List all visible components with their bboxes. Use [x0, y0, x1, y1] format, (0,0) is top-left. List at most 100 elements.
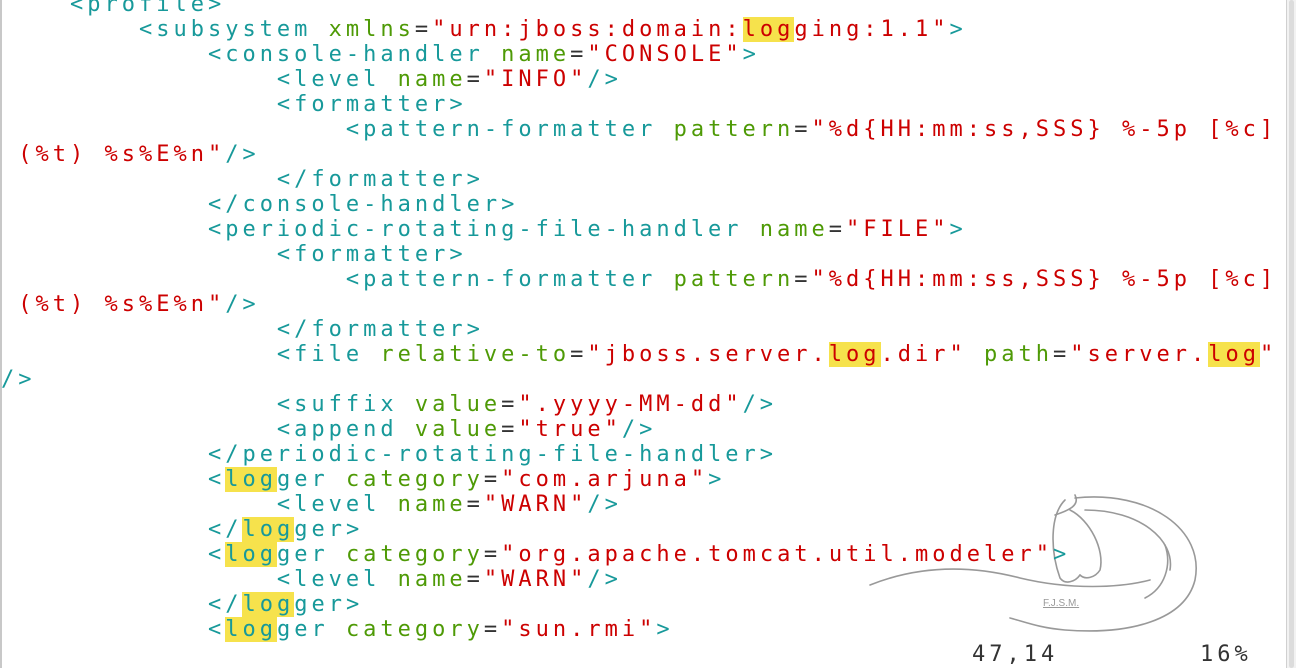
code-line[interactable]: /> [1, 367, 1269, 392]
plain-text [1, 592, 208, 617]
code-line[interactable]: <logger category="com.arjuna"> [1, 467, 1269, 492]
xml-tag-search-match: log [225, 467, 277, 492]
code-line[interactable]: <logger category="sun.rmi"> [1, 617, 1269, 642]
plain-text [1, 417, 277, 442]
plain-text [1, 467, 208, 492]
xml-attribute: category [345, 467, 484, 492]
plain-text [1, 542, 208, 567]
xml-tag: > [1053, 542, 1071, 567]
plain-text: = [483, 617, 502, 642]
xml-tag: /> [587, 567, 622, 592]
xml-tag: <pattern-formatter [345, 267, 674, 292]
xml-tag: /> [587, 67, 622, 92]
code-line[interactable]: <formatter> [1, 92, 1269, 117]
xml-tag: </console-handler> [207, 192, 519, 217]
xml-attribute: value [414, 417, 502, 442]
xml-tag: < [207, 467, 226, 492]
code-line[interactable]: <level name="INFO"/> [1, 67, 1269, 92]
plain-text [1, 392, 277, 417]
xml-tag: ger [276, 542, 346, 567]
xml-tag: </ [207, 517, 243, 542]
plain-text [1, 67, 277, 92]
xml-tag: /> [1, 367, 36, 392]
code-line[interactable]: <subsystem xmlns="urn:jboss:domain:loggi… [1, 17, 1269, 42]
xml-tag-search-match: log [242, 592, 295, 617]
xml-string: " [1259, 342, 1278, 367]
xml-tag: <level [276, 67, 398, 92]
plain-text: = [794, 267, 812, 292]
xml-string: "jboss.server. [587, 342, 829, 367]
plain-text [1, 0, 70, 17]
xml-string: "sun.rmi" [501, 617, 657, 642]
xml-attribute: relative-to [380, 342, 571, 367]
code-line[interactable]: <append value="true"/> [1, 417, 1269, 442]
xml-tag-search-match: log [242, 517, 295, 542]
xml-string: "org.apache.tomcat.util.modeler" [501, 542, 1053, 567]
code-line[interactable]: <level name="WARN"/> [1, 567, 1269, 592]
xml-tag: > [742, 42, 760, 67]
code-line[interactable]: <profile> [1, 0, 1269, 17]
plain-text: = [466, 67, 484, 92]
xml-string: "FILE" [846, 217, 950, 242]
xml-attribute: name [397, 567, 467, 592]
plain-text [1, 42, 208, 67]
vim-text-area[interactable]: <profile> <subsystem xmlns="urn:jboss:do… [1, 0, 1273, 642]
plain-text: = [483, 542, 502, 567]
plain-text: = [466, 492, 484, 517]
xml-string: "%d{HH:mm:ss,SSS} %-5p [%c] [811, 267, 1278, 292]
xml-attribute: pattern [673, 267, 795, 292]
scrollbar-thumb[interactable] [1289, 0, 1294, 668]
xml-tag: /> [587, 492, 622, 517]
code-line[interactable]: <pattern-formatter pattern="%d{HH:mm:ss,… [1, 267, 1273, 292]
xml-attribute: value [414, 392, 502, 417]
code-line[interactable]: (%t) %s%E%n"/> [1, 142, 1269, 167]
xml-attribute: name [759, 217, 829, 242]
xml-string: "CONSOLE" [587, 42, 743, 67]
xml-tag: < [207, 617, 226, 642]
plain-text [1, 117, 346, 142]
plain-text: = [466, 567, 484, 592]
code-line[interactable]: <console-handler name="CONSOLE"> [1, 42, 1269, 67]
xml-tag: > [656, 617, 674, 642]
xml-tag: <periodic-rotating-file-handler [207, 217, 760, 242]
vertical-scrollbar[interactable] [1286, 0, 1296, 668]
xml-tag: ger [276, 467, 346, 492]
xml-tag: ger> [294, 517, 364, 542]
code-line[interactable]: </console-handler> [1, 192, 1269, 217]
code-line[interactable]: <formatter> [1, 242, 1269, 267]
xml-tag: <console-handler [207, 42, 502, 67]
plain-text [1, 342, 277, 367]
xml-string: "WARN" [483, 492, 588, 517]
code-line[interactable]: (%t) %s%E%n"/> [1, 292, 1269, 317]
xml-tag: /> [621, 417, 657, 442]
code-line[interactable]: <periodic-rotating-file-handler name="FI… [1, 217, 1269, 242]
plain-text: = [570, 42, 588, 67]
xml-string: "urn:jboss:domain: [432, 17, 743, 42]
xml-tag: > [949, 217, 967, 242]
xml-string-search-match: log [828, 342, 881, 367]
plain-text: = [570, 342, 588, 367]
xml-string: "server. [1070, 342, 1209, 367]
xml-tag: > [949, 17, 967, 42]
window-left-border [0, 0, 2, 668]
code-line[interactable]: <suffix value=".yyyy-MM-dd"/> [1, 392, 1269, 417]
code-line[interactable]: <logger category="org.apache.tomcat.util… [1, 542, 1269, 567]
code-line[interactable]: </formatter> [1, 167, 1269, 192]
code-line[interactable]: </logger> [1, 592, 1269, 617]
xml-tag-search-match: log [225, 617, 277, 642]
plain-text [1, 167, 277, 192]
xml-tag: /> [742, 392, 778, 417]
code-line[interactable]: </formatter> [1, 317, 1269, 342]
code-line[interactable]: </logger> [1, 517, 1269, 542]
code-line[interactable]: <file relative-to="jboss.server.log.dir"… [1, 342, 1273, 367]
plain-text: = [483, 467, 502, 492]
plain-text [1, 617, 208, 642]
code-line[interactable]: <level name="WARN"/> [1, 492, 1269, 517]
code-line[interactable]: </periodic-rotating-file-handler> [1, 442, 1269, 467]
xml-tag: <profile> [69, 0, 226, 17]
scroll-percent: 16% [1200, 642, 1252, 667]
code-line[interactable]: <pattern-formatter pattern="%d{HH:mm:ss,… [1, 117, 1273, 142]
xml-tag: /> [225, 292, 260, 317]
xml-tag: <formatter> [276, 242, 467, 267]
xml-attribute: name [501, 42, 571, 67]
